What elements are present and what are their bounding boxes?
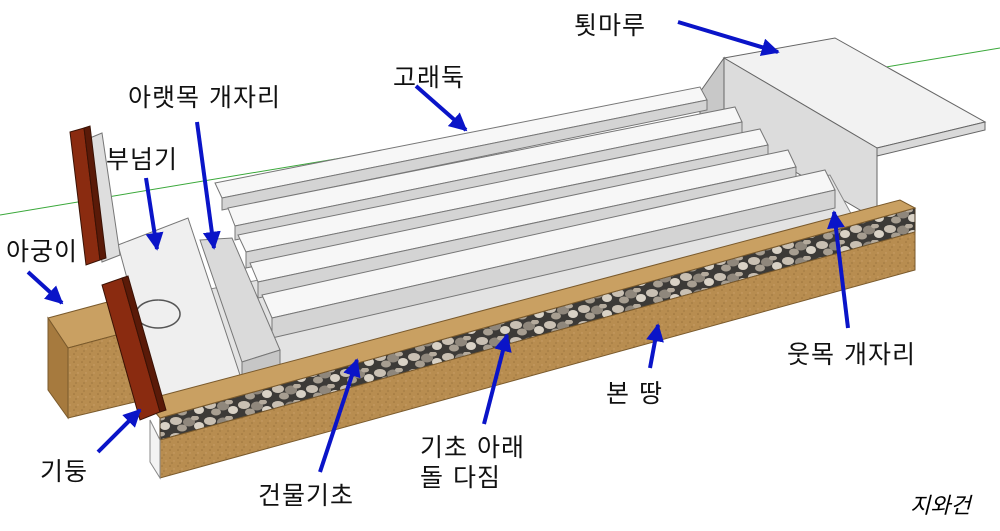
arrow-buneomgi xyxy=(144,177,164,251)
pillar-back xyxy=(69,125,107,266)
label-bonttang: 본 땅 xyxy=(606,379,663,408)
arrow-geonmul xyxy=(318,358,361,473)
label-araetmok: 아랫목 개자리 xyxy=(128,83,281,112)
toetmaru-slab xyxy=(722,37,987,157)
label-agungi: 아궁이 xyxy=(6,237,79,266)
label-gidung: 기둥 xyxy=(40,457,89,486)
label-buneomgi: 부넘기 xyxy=(106,145,179,174)
pillar-front xyxy=(101,275,167,421)
arrow-toetmaru xyxy=(677,20,780,56)
arrow-bonttang xyxy=(646,323,664,369)
label-goraedeuk: 고래둑 xyxy=(393,63,466,92)
label-utmok: 웃목 개자리 xyxy=(787,340,916,369)
label-toetmaru: 툇마루 xyxy=(574,11,647,40)
arrow-gicho xyxy=(482,333,512,425)
goraedeuk-ridges xyxy=(214,86,836,339)
signature: 지와건 xyxy=(910,494,971,519)
label-gicho-line1: 기초 아래 xyxy=(420,433,525,462)
label-arrows xyxy=(26,20,850,473)
arrow-gidung xyxy=(96,408,142,454)
label-gicho-line2: 돌 다짐 xyxy=(420,463,501,492)
arrow-agungi xyxy=(26,270,64,305)
arrow-goraedeuk xyxy=(414,84,468,132)
label-geonmul: 건물기초 xyxy=(258,481,355,510)
arrow-utmok xyxy=(827,210,850,329)
foundation-edge xyxy=(149,419,161,480)
arrow-araetmok xyxy=(195,121,221,250)
